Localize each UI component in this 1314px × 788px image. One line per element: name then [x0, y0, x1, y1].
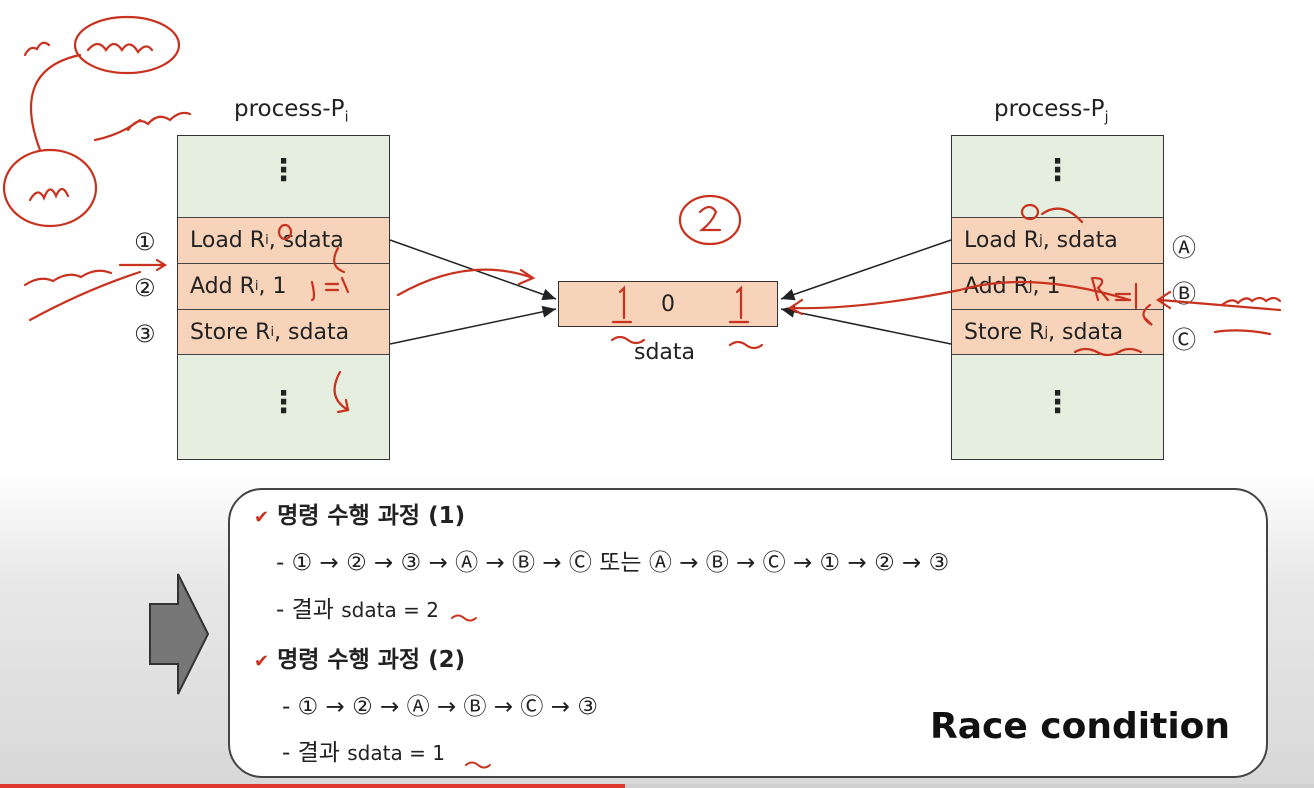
race-condition-label: Race condition [930, 706, 1231, 747]
connector-arrows [2, 15, 1282, 414]
video-progress-remaining[interactable] [625, 784, 1314, 788]
case-2-title: ✔ 명령 수행 과정 (2) [254, 647, 466, 673]
sdata-value: 0 [661, 291, 675, 317]
case-1-result: - 결과 sdata = 2 [276, 597, 439, 623]
marker-3: ③ [134, 320, 156, 348]
marker-a: Ⓐ [1172, 234, 1196, 262]
case-2-sequence: - ① → ② → Ⓐ → Ⓑ → Ⓒ → ③ [282, 694, 598, 720]
case-1-title: ✔ 명령 수행 과정 (1) [254, 503, 466, 529]
case-2-result: - 결과 sdata = 1 [282, 740, 445, 766]
process-i-title: process-Pi [234, 96, 349, 126]
marker-c: Ⓒ [1172, 326, 1196, 354]
marker-2: ② [134, 274, 156, 302]
check-icon: ✔ [254, 507, 270, 528]
video-progress-played[interactable] [0, 784, 625, 788]
case-1-sequence: - ① → ② → ③ → Ⓐ → Ⓑ → Ⓒ 또는 Ⓐ → Ⓑ → Ⓒ → ①… [276, 550, 950, 576]
sdata-label: sdata [634, 340, 696, 365]
process-j-title: process-Pj [994, 96, 1109, 126]
big-arrow-icon [149, 573, 210, 695]
summary-panel [228, 488, 1268, 778]
marker-1: ① [134, 228, 156, 256]
check-icon: ✔ [254, 651, 270, 672]
